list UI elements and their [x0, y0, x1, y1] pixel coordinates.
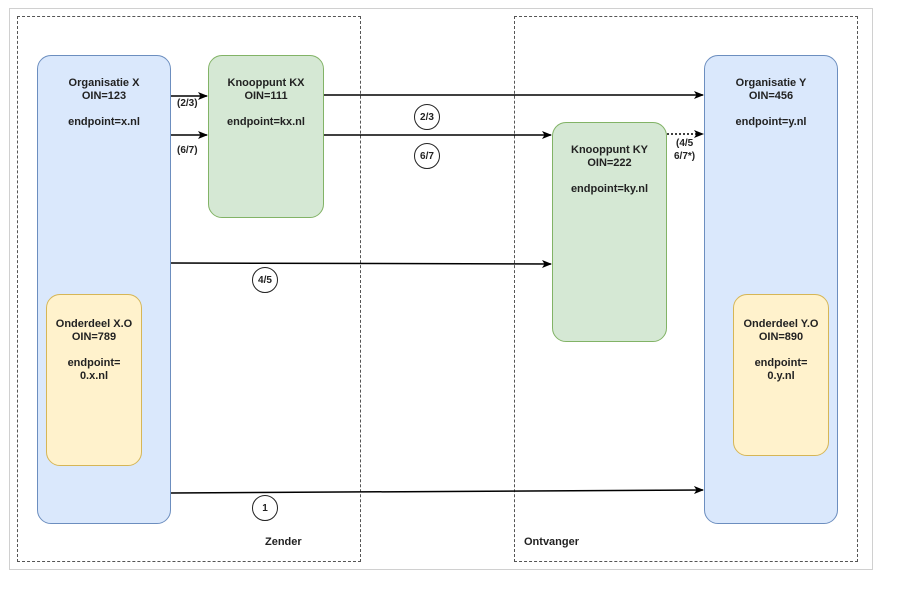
knooppunt-kx-endpoint: endpoint=kx.nl [227, 116, 305, 128]
step-marker-6-7: 6/7 [414, 143, 440, 169]
organisatie-y-endpoint: endpoint=y.nl [735, 116, 807, 128]
organisatie-y-oin: OIN=456 [748, 90, 794, 102]
receiver-zone [514, 16, 858, 562]
step-marker-2-3: 2/3 [414, 104, 440, 130]
edge-label-x-kx-23: (2/3) [177, 98, 198, 109]
step-marker-4-5: 4/5 [252, 267, 278, 293]
arrow-x-to-ky [170, 259, 552, 268]
edge-label-x-kx-67: (6/7) [177, 145, 198, 156]
onderdeel-xo-endpoint-line1: endpoint= [67, 357, 121, 369]
onderdeel-xo-endpoint-line2: 0.x.nl [79, 370, 109, 382]
edge-label-ky-y-line1: (4/5 [676, 138, 694, 149]
knooppunt-ky-name: Knooppunt KY [571, 144, 648, 156]
onderdeel-yo-name: Onderdeel Y.O [743, 318, 819, 330]
sender-zone-label: Zender [265, 536, 302, 548]
knooppunt-ky-node: Knooppunt KY OIN=222 endpoint=ky.nl [552, 122, 667, 342]
onderdeel-yo-node: Onderdeel Y.O OIN=890 endpoint= 0.y.nl [733, 294, 829, 456]
sender-zone [17, 16, 361, 562]
knooppunt-kx-oin: OIN=111 [244, 90, 288, 102]
step-marker-1: 1 [252, 495, 278, 521]
knooppunt-kx-node: Knooppunt KX OIN=111 endpoint=kx.nl [208, 55, 324, 218]
onderdeel-xo-oin: OIN=789 [71, 331, 117, 343]
arrow-x-to-y-direct [170, 486, 704, 495]
receiver-zone-label: Ontvanger [524, 536, 580, 548]
edge-label-ky-y-line2: 6/7*) [674, 151, 696, 162]
organisatie-y-name: Organisatie Y [735, 77, 807, 89]
onderdeel-yo-endpoint-line1: endpoint= [754, 357, 808, 369]
onderdeel-xo-node: Onderdeel X.O OIN=789 endpoint= 0.x.nl [46, 294, 142, 466]
onderdeel-yo-endpoint-line2: 0.y.nl [767, 370, 795, 382]
onderdeel-xo-name: Onderdeel X.O [55, 318, 133, 330]
onderdeel-yo-oin: OIN=890 [758, 331, 804, 343]
knooppunt-ky-oin: OIN=222 [587, 157, 632, 169]
organisatie-x-name: Organisatie X [68, 77, 140, 89]
knooppunt-kx-name: Knooppunt KX [227, 77, 305, 89]
organisatie-x-endpoint: endpoint=x.nl [68, 116, 140, 128]
organisatie-x-oin: OIN=123 [81, 90, 127, 102]
knooppunt-ky-endpoint: endpoint=ky.nl [570, 183, 649, 195]
